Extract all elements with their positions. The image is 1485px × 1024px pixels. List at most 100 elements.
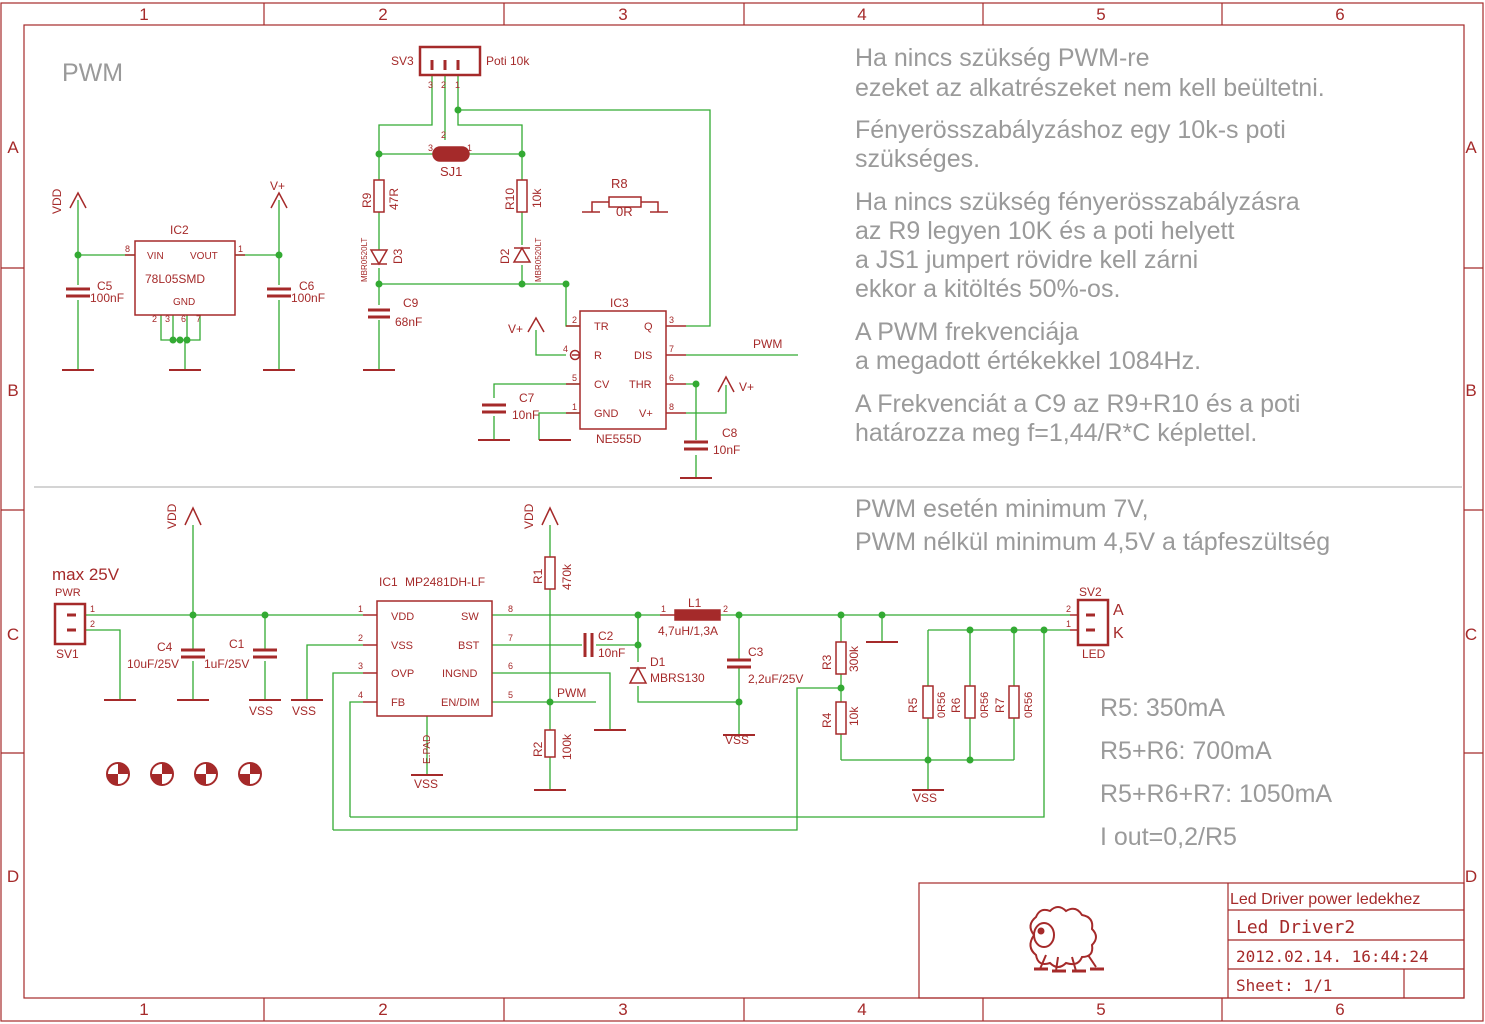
note-line: a JS1 jumpert rövidre kell zárni [855,246,1198,274]
col-label: 3 [618,5,627,24]
svg-text:4: 4 [358,690,363,700]
row-label: B [7,381,18,400]
label: 10k [530,188,544,208]
col-label: 5 [1096,5,1105,24]
label: R9 [360,192,374,208]
svg-text:1: 1 [238,244,243,254]
svg-text:2: 2 [441,80,446,90]
row-label: D [1465,867,1477,886]
label: OVP [391,668,414,680]
label: TR [594,321,609,333]
note-line: az R9 legyen 10K és a poti helyett [855,217,1234,245]
r4-resistor [835,701,847,735]
l1-inductor [674,609,721,621]
label: R [594,350,602,362]
col-label: 6 [1335,1000,1344,1019]
svg-text:8: 8 [125,244,130,254]
r10-resistor [516,179,528,213]
col-label: 1 [139,5,148,24]
label: SW [461,611,479,623]
label: C9 [403,296,419,310]
label: R2 [531,741,545,757]
label: IC1 [379,575,398,589]
svg-text:1: 1 [467,143,472,153]
col-label: 4 [857,1000,866,1019]
svg-text:1: 1 [455,80,460,90]
svg-text:2: 2 [358,633,363,643]
svg-text:2: 2 [1066,604,1071,614]
label: VOUT [190,251,218,262]
mounting-hole [194,762,218,786]
label: L1 [688,596,702,610]
svg-text:5: 5 [572,373,577,383]
row-label: D [7,867,19,886]
label: VDD [522,503,536,529]
current-table: R5: 350mA R5+R6: 700mA R5+R6+R7: 1050mA … [1100,694,1332,851]
d3-diode [369,249,389,266]
label: 78L05SMD [145,272,205,286]
label: 0R56 [979,692,991,718]
label: THR [629,379,652,391]
svg-text:6: 6 [669,373,674,383]
label: INGND [442,668,478,680]
r5-resistor [922,685,934,719]
label: C4 [157,640,173,654]
label: MBR0520LT [360,238,369,282]
col-label: 2 [378,1000,387,1019]
svg-text:6: 6 [508,661,513,671]
row-label: C [1465,625,1477,644]
note-line: A PWM frekvenciája [855,318,1079,346]
label: 10nF [713,443,740,457]
current-row: I out=0,2/R5 [1100,823,1237,851]
r7-resistor [1008,685,1020,719]
label: R3 [820,654,834,670]
note-line: PWM nélkül minimum 4,5V a tápfeszültség [855,528,1330,556]
label: EN/DIM [441,697,480,709]
max-voltage-label: max 25V [52,565,120,584]
main-junctions [189,611,1048,764]
label: MBRS130 [650,671,705,685]
col-label: 4 [857,5,866,24]
r3-resistor [835,641,847,675]
row-label: A [7,138,19,157]
note-line: szükséges. [855,145,980,173]
label: R4 [820,712,834,728]
label: VSS [725,733,749,747]
label: C1 [229,637,245,651]
col-label: 5 [1096,1000,1105,1019]
sv1-power-connector [53,602,87,646]
svg-text:1: 1 [358,604,363,614]
current-row: R5+R6: 700mA [1100,737,1272,765]
label: 68nF [395,315,422,329]
label: V+ [639,408,653,420]
label: C3 [748,645,764,659]
svg-text:1: 1 [90,604,95,614]
label: 300k [847,645,861,672]
label: IC2 [170,223,189,237]
label: VDD [165,503,179,529]
label: SV3 [391,54,414,68]
label: 2,2uF/25V [748,672,803,686]
label: 100nF [90,291,124,305]
label: R6 [949,697,963,713]
label: A [1113,602,1124,619]
label: 47R [387,188,401,210]
inner-frame [23,24,1465,999]
svg-text:2: 2 [572,315,577,325]
label: NE555D [596,432,642,446]
svg-text:3: 3 [669,315,674,325]
svg-text:1: 1 [1066,619,1071,629]
r6-resistor [964,685,976,719]
label: 4,7uH/1,3A [658,624,718,638]
note-line: A Frekvenciát a C9 az R9+R10 és a poti [855,390,1300,418]
d2-diode [512,246,532,263]
row-label: B [1465,381,1476,400]
label: MBR0520LT [534,238,543,282]
r9-resistor [373,179,385,213]
main-wires [86,525,1070,831]
label: VIN [147,251,164,262]
label: V+ [508,322,523,336]
svg-text:2: 2 [152,314,157,324]
sj1-jumper [432,146,470,162]
